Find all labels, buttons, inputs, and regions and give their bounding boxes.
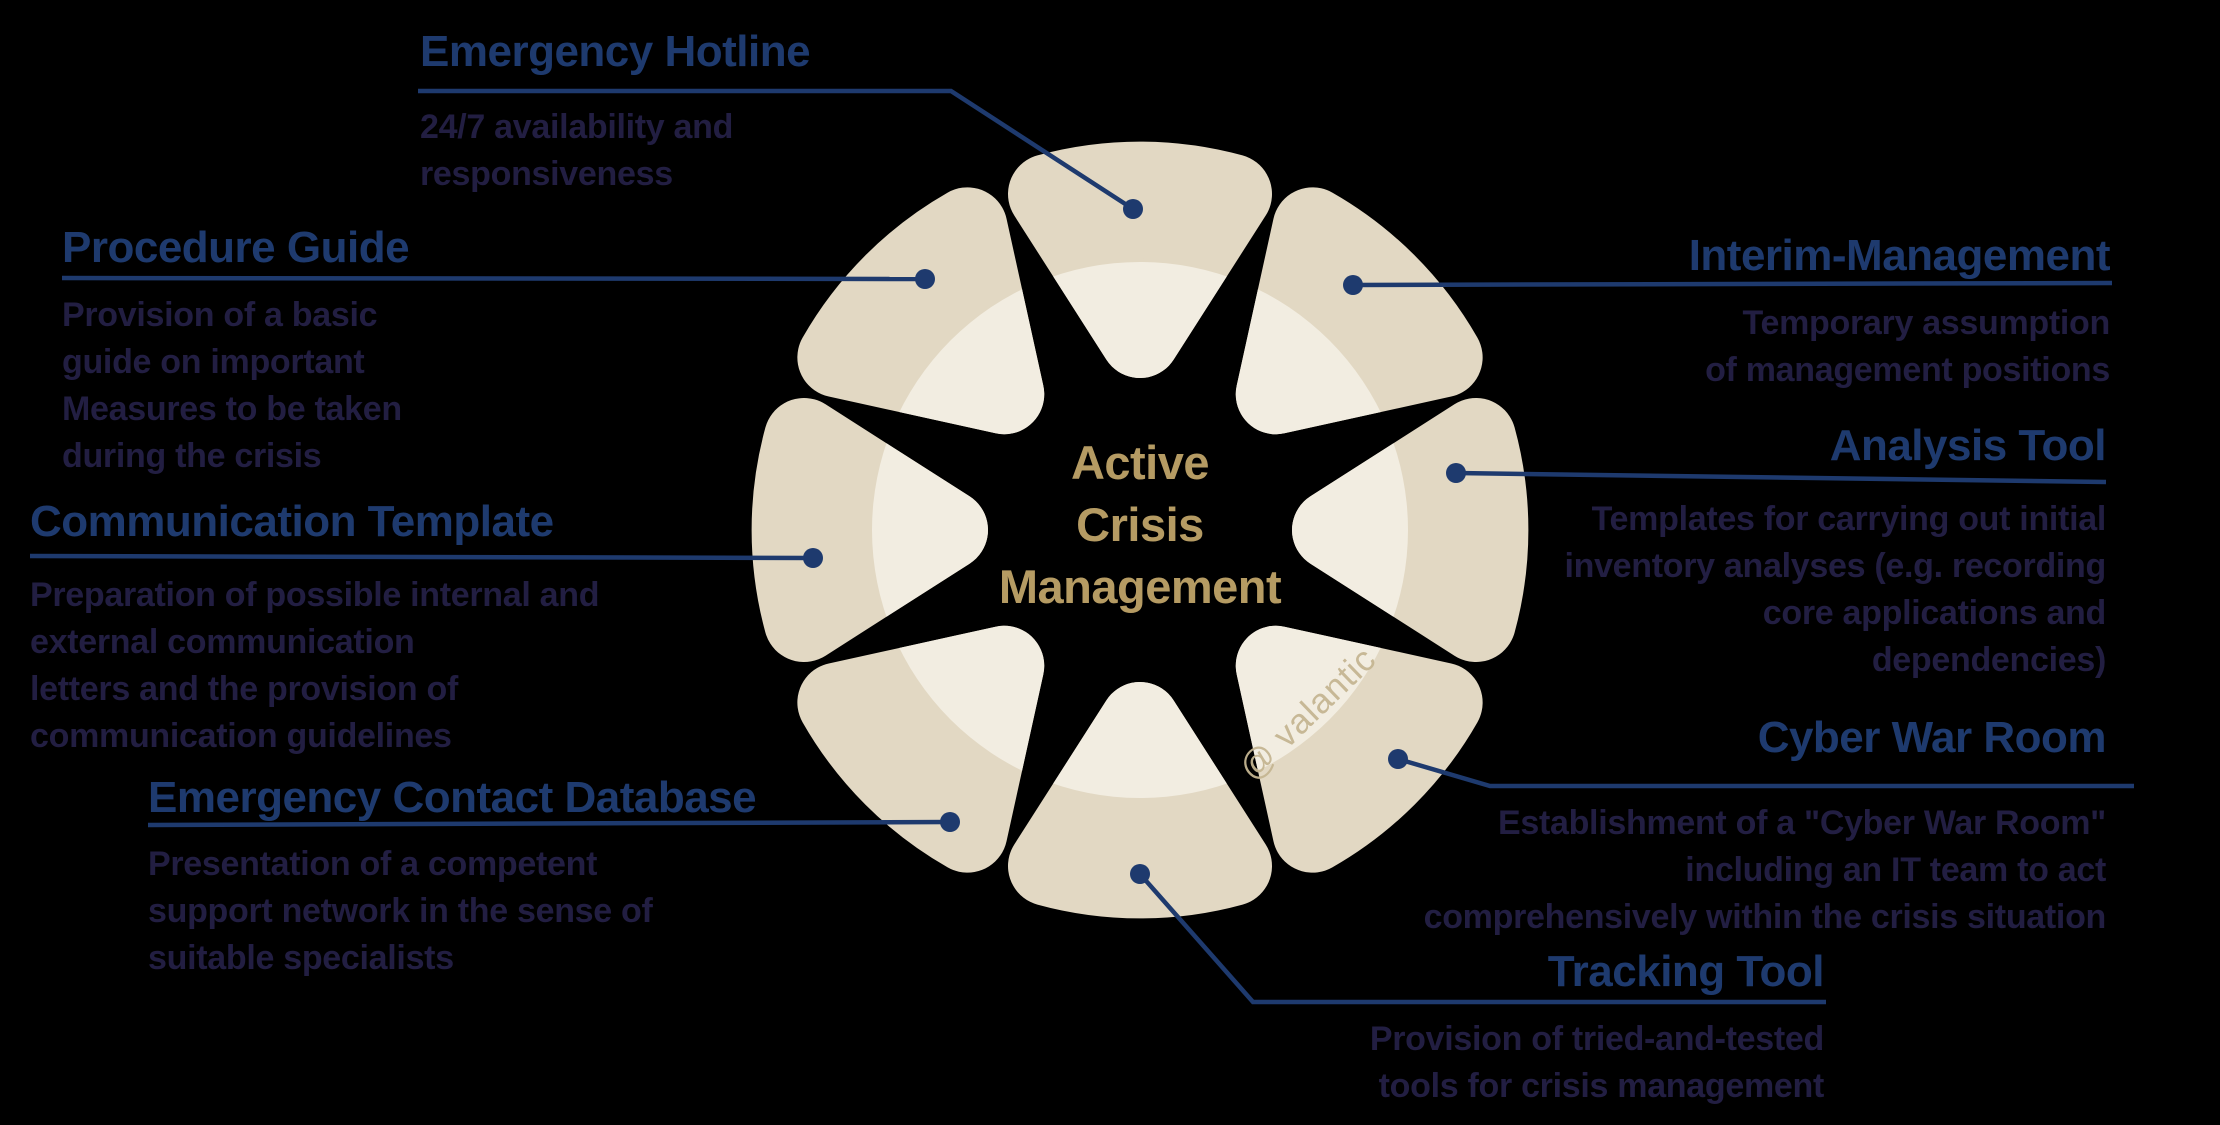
petal-segment-right [1292, 398, 1529, 662]
connector-procedure-guide [61, 269, 935, 289]
analysis-tool-description: Templates for carrying out initial inven… [1564, 500, 2106, 679]
connector-dot [1130, 864, 1150, 884]
connector-cyber-war-room [1388, 749, 2134, 789]
emergency-contact-database-description: Presentation of a competent support netw… [148, 845, 653, 977]
analysis-tool-title: Analysis Tool [1829, 421, 2107, 470]
communication-template-description: Preparation of possible internal and ext… [30, 576, 600, 755]
petal-segment-top [1008, 141, 1272, 378]
connectors [29, 88, 2134, 1005]
inner-highlight-disc [872, 262, 1408, 798]
connector-dot [1343, 275, 1363, 295]
emergency-hotline-description: 24/7 availability and responsiveness [420, 108, 734, 193]
connector-dot [1446, 463, 1466, 483]
connector-dot [803, 548, 823, 568]
connector-emergency-hotline [418, 88, 1143, 219]
tracking-tool-description: Provision of tried-and-tested tools for … [1369, 1020, 1824, 1105]
center-title: Active Crisis Management [998, 436, 1282, 613]
tracking-tool-title: Tracking Tool [1547, 947, 1825, 996]
connector-dot [1388, 749, 1408, 769]
emergency-hotline-title: Emergency Hotline [420, 27, 811, 76]
procedure-guide-description: Provision of a basic guide on important … [62, 296, 402, 475]
connector-analysis-tool [1446, 463, 2107, 485]
procedure-guide-title: Procedure Guide [62, 223, 410, 272]
connector-dot [940, 812, 960, 832]
petal-segment-left [751, 398, 988, 662]
connector-tracking-tool [1130, 864, 1826, 1005]
communication-template-title: Communication Template [30, 497, 554, 546]
cyber-war-room-title: Cyber War Room [1757, 713, 2107, 762]
connector-interim-management [1343, 275, 2113, 295]
connector-communication-template [29, 548, 823, 568]
interim-management-title: Interim-Management [1688, 231, 2111, 280]
connector-emergency-contact-database [147, 812, 960, 832]
connector-dot [1123, 199, 1143, 219]
connector-dot [915, 269, 935, 289]
cyber-war-room-description: Establishment of a "Cyber War Room" incl… [1423, 804, 2107, 936]
emergency-contact-database-title: Emergency Contact Database [148, 773, 757, 822]
interim-management-description: Temporary assumption of management posit… [1705, 304, 2110, 389]
